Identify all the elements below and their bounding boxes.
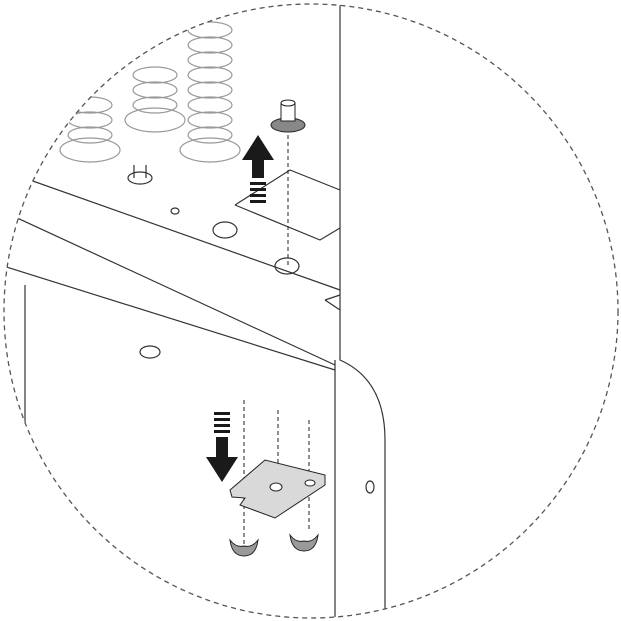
detail-circle [3, 3, 619, 619]
arrow-down-icon [206, 412, 238, 482]
side-panel-edge [339, 4, 386, 618]
front-panel-top-edge [4, 264, 336, 371]
panel-hole [365, 480, 375, 494]
top-fastener [270, 99, 306, 133]
small-hole [170, 207, 180, 215]
top-plate-front-edge [4, 209, 336, 366]
springs [59, 21, 241, 185]
underside-bolt [139, 345, 161, 359]
detail-view [4, 4, 386, 618]
corner-tab [324, 294, 341, 311]
wing-nuts [229, 533, 319, 557]
top-hole-target [274, 257, 300, 275]
arrow-up-icon [242, 135, 274, 203]
top-hole-left [212, 221, 238, 239]
mounting-recess [234, 169, 341, 241]
